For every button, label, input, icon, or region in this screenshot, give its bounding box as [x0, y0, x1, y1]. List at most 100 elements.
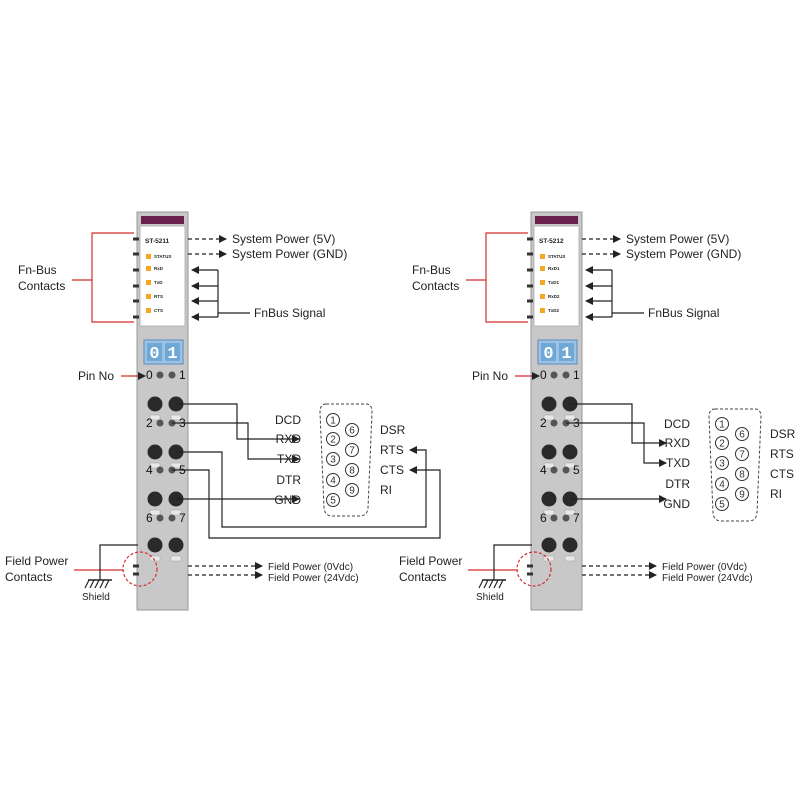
- db9-pin: [715, 436, 729, 450]
- pin-number: 2: [146, 416, 153, 430]
- status-led: [146, 294, 151, 299]
- pin-number: 7: [179, 511, 186, 525]
- led-label: TxD2: [548, 308, 560, 313]
- status-led: [540, 266, 545, 271]
- db9-pin-number: 5: [330, 496, 336, 507]
- pin-number: 1: [573, 368, 580, 382]
- db9-pin: [345, 483, 359, 497]
- db9-signal-label: DTR: [276, 473, 301, 487]
- display-digit: 0: [149, 345, 159, 364]
- db9-signal-label: RTS: [770, 447, 794, 461]
- led-label: RxD: [154, 266, 164, 271]
- db9-pin-number: 4: [719, 480, 725, 491]
- fnbus-contact-pin: [527, 299, 533, 303]
- release-slot: [170, 509, 182, 516]
- display-digit-box: [559, 343, 574, 361]
- test-point: [168, 371, 176, 379]
- terminal-hole: [147, 444, 163, 460]
- db9-signal-label: RI: [770, 487, 782, 501]
- db9-pin-number: 5: [719, 500, 725, 511]
- shield-wire: [493, 544, 532, 580]
- db9-pin-number: 3: [719, 459, 725, 470]
- db9-pin: [326, 452, 340, 466]
- pin-number: 0: [146, 368, 153, 382]
- fnbus-contacts-label: Fn-Bus: [18, 263, 57, 277]
- db9-pin-number: 3: [330, 455, 336, 466]
- shield-ground-hatch: [104, 579, 110, 589]
- field-power-contact-pin: [527, 572, 533, 576]
- db9-pin: [345, 443, 359, 457]
- status-led: [146, 280, 151, 285]
- release-slot: [564, 555, 576, 562]
- db9-pin-number: 9: [349, 486, 355, 497]
- release-slot: [564, 509, 576, 516]
- terminal-hole: [147, 491, 163, 507]
- release-slot: [149, 462, 161, 469]
- shield-label: Shield: [82, 592, 110, 603]
- module-top-strip: [535, 216, 578, 224]
- release-slot: [543, 462, 555, 469]
- pin-number: 4: [146, 463, 153, 477]
- db9-signal-label: TXD: [666, 456, 690, 470]
- db9-pin-number: 7: [739, 450, 745, 461]
- shield-ground-hatch: [89, 579, 95, 589]
- release-slot: [564, 462, 576, 469]
- db9-signal-label: DCD: [664, 417, 690, 431]
- fnbus-contact-pin: [133, 252, 139, 256]
- field-power-contact-pin: [133, 564, 139, 568]
- pin-number: 1: [179, 368, 186, 382]
- db9-pin: [715, 417, 729, 431]
- pin-number: 5: [573, 463, 580, 477]
- db9-pin: [735, 487, 749, 501]
- terminal-hole: [147, 537, 163, 553]
- field-power-0v-label: Field Power (0Vdc): [268, 562, 353, 573]
- status-led: [540, 280, 545, 285]
- field-power-highlight: [516, 551, 552, 587]
- shield-ground-hatch: [488, 579, 494, 589]
- test-point: [562, 371, 570, 379]
- release-slot: [170, 414, 182, 421]
- field-power-contacts-label: Field Power: [5, 554, 68, 568]
- system-power-gnd-label: System Power (GND): [626, 247, 741, 261]
- db9-signal-label: RXD: [665, 436, 691, 450]
- db9-pin: [326, 473, 340, 487]
- test-point: [168, 514, 176, 522]
- release-slot: [149, 414, 161, 421]
- test-point: [550, 419, 558, 427]
- db9-signal-label: RI: [380, 483, 392, 497]
- db9-signal-label: DTR: [665, 477, 690, 491]
- fnbus-contact-pin: [133, 237, 139, 241]
- status-led: [540, 294, 545, 299]
- terminal-hole: [541, 444, 557, 460]
- db9-pin-number: 8: [349, 466, 355, 477]
- shield-ground-hatch: [84, 579, 90, 589]
- db9-pin: [715, 477, 729, 491]
- db9-signal-label: GND: [274, 493, 301, 507]
- db9-signal-label: CTS: [380, 463, 404, 477]
- status-led: [540, 254, 545, 259]
- release-slot: [170, 462, 182, 469]
- test-point: [156, 466, 164, 474]
- db9-signal-label: DSR: [380, 423, 406, 437]
- led-label: RTS: [154, 294, 163, 299]
- db9-signal-label: DSR: [770, 427, 796, 441]
- fnbus-contact-pin: [133, 299, 139, 303]
- fnbus-signal-label: FnBus Signal: [648, 306, 719, 320]
- shield-label: Shield: [476, 592, 504, 603]
- fnbus-contacts-label: Contacts: [18, 279, 65, 293]
- release-slot: [170, 555, 182, 562]
- field-power-24v-label: Field Power (24Vdc): [268, 573, 359, 584]
- display-digit-box: [165, 343, 180, 361]
- led-label: RxD2: [548, 294, 560, 299]
- release-slot: [564, 414, 576, 421]
- db9-pin: [715, 497, 729, 511]
- db9-pin: [735, 427, 749, 441]
- fnbus-contact-pin: [527, 252, 533, 256]
- pin-no-label: Pin No: [78, 369, 114, 383]
- db9-pin: [715, 456, 729, 470]
- fnbus-contact-pin: [133, 315, 139, 319]
- display-digit: 1: [561, 345, 571, 364]
- db9-pin-number: 4: [330, 476, 336, 487]
- db9-signal-label: CTS: [770, 467, 794, 481]
- field-power-0v-label: Field Power (0Vdc): [662, 562, 747, 573]
